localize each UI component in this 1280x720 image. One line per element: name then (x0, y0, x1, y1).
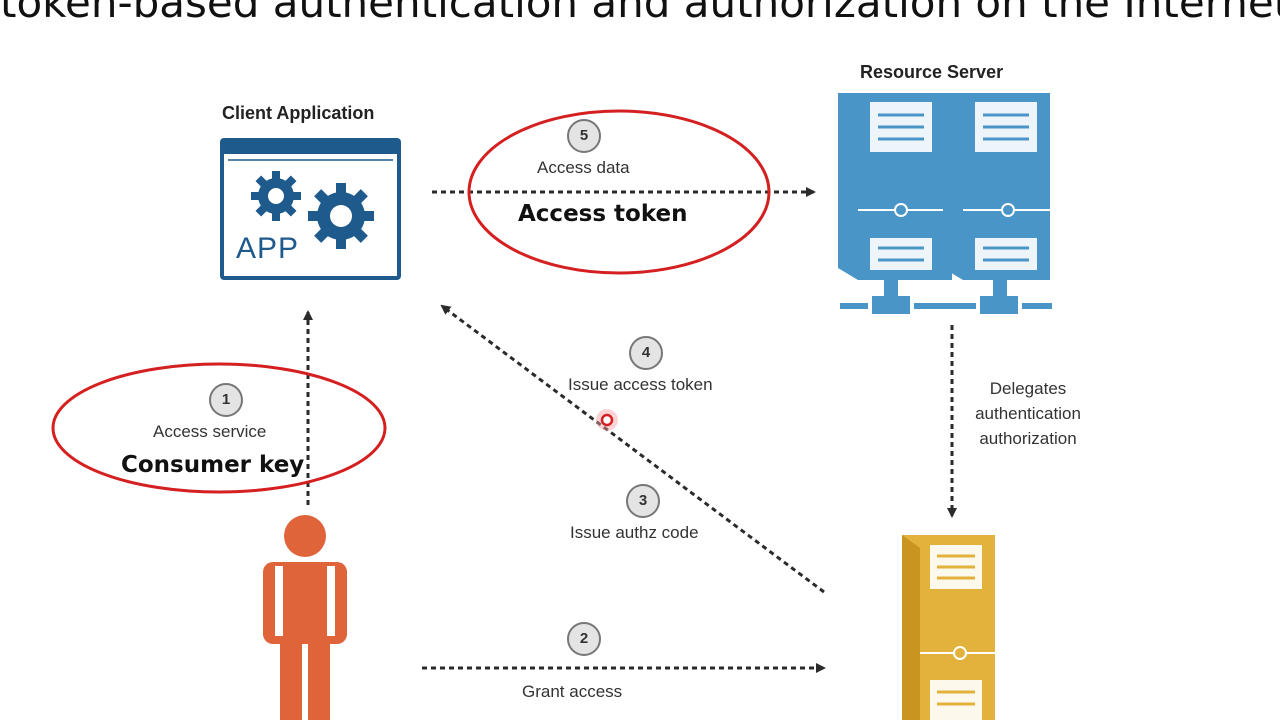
step-number: 2 (567, 622, 601, 656)
step-label: Issue authz code (570, 523, 699, 542)
user-icon (263, 515, 347, 720)
pointer-dot (596, 409, 618, 431)
delegates-line: authorization (979, 429, 1077, 448)
page-title: token-based authentication and authoriza… (0, 0, 1280, 27)
server-icon (943, 93, 1050, 280)
access-token-label: Access token (518, 201, 688, 227)
highlight-ellipse-access-token (467, 109, 771, 275)
step-number: 3 (626, 484, 660, 518)
highlight-ellipse-consumer-key (51, 362, 387, 494)
delegates-line: authentication (975, 404, 1081, 423)
step-number: 5 (567, 119, 601, 153)
step-number: 4 (629, 336, 663, 370)
consumer-key-label: Consumer key (121, 452, 305, 478)
gear-icon (251, 171, 301, 221)
network-base (840, 280, 1052, 314)
delegates-label: Delegates authentication authorization (962, 376, 1094, 451)
gear-icon (308, 183, 374, 249)
step-label: Grant access (522, 682, 623, 701)
step-label: Access data (537, 158, 630, 177)
server-icon (838, 93, 952, 280)
arrow-issue-token (440, 304, 825, 594)
step-label: Issue access token (568, 375, 713, 394)
delegates-line: Delegates (989, 379, 1067, 398)
step-label: Access service (153, 422, 267, 441)
app-label: APP (236, 232, 300, 265)
step-number: 1 (209, 383, 243, 417)
resource-server-label: Resource Server (860, 62, 1004, 82)
app-window-icon (220, 138, 401, 280)
client-application-label: Client Application (222, 103, 375, 123)
server-icon (902, 535, 995, 720)
